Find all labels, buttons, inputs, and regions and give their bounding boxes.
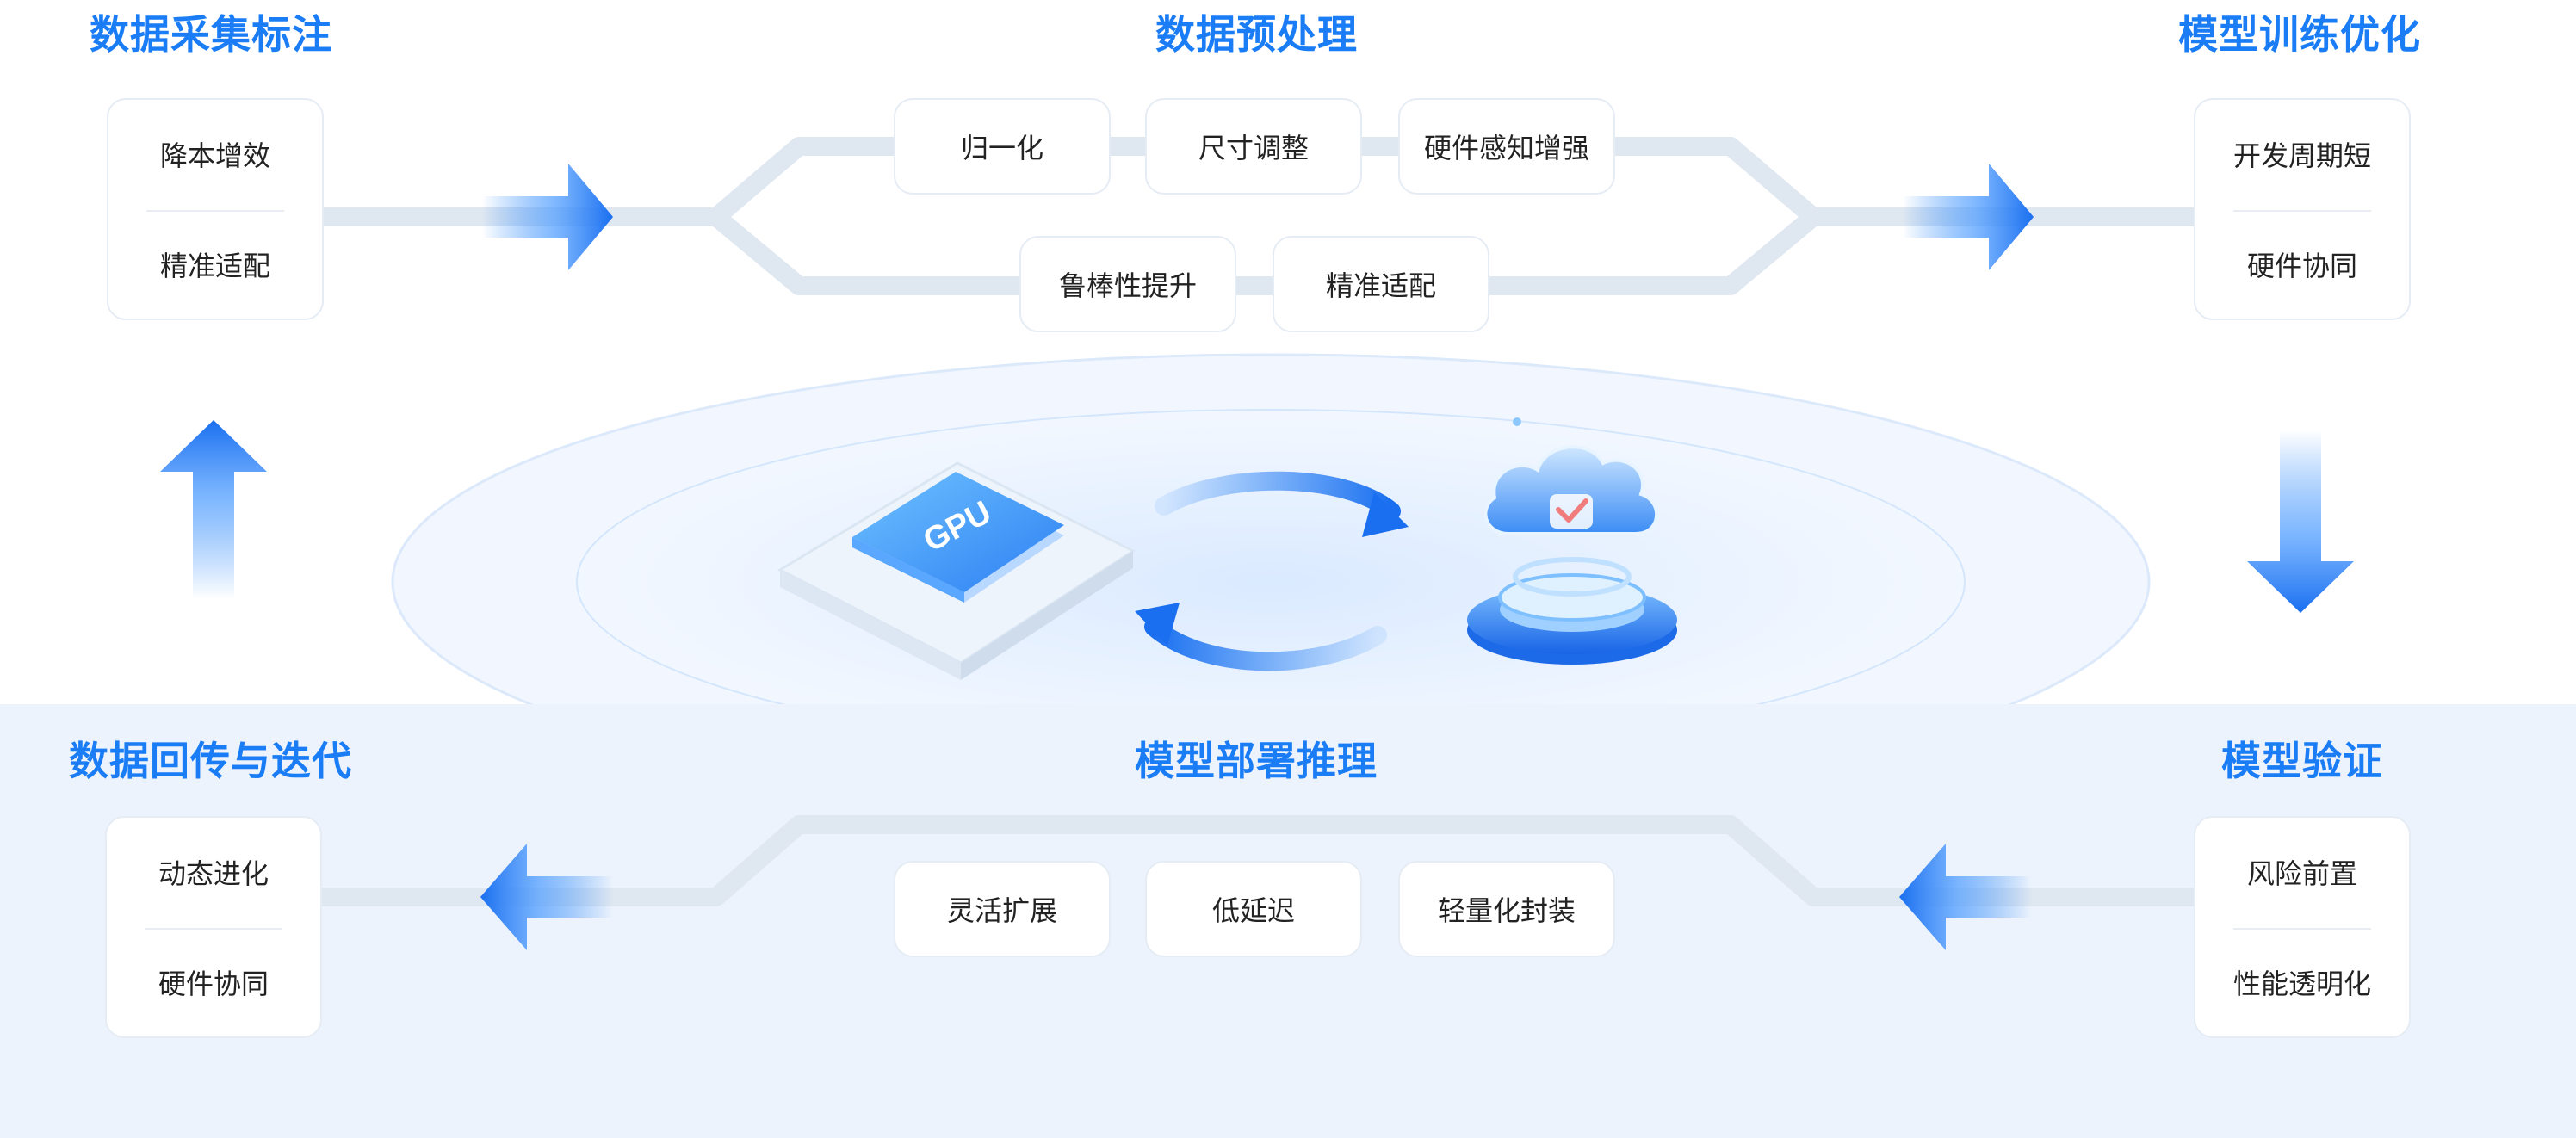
card-item: 动态进化 — [158, 857, 269, 890]
card-item: 风险前置 — [2246, 857, 2357, 890]
card-divider — [2233, 210, 2371, 212]
chip-resize: 尺寸调整 — [1145, 98, 1362, 195]
card-divider — [145, 928, 282, 930]
card-divider — [2233, 928, 2371, 930]
chip-lightweight: 轻量化封装 — [1398, 861, 1615, 957]
card-item: 精准适配 — [159, 250, 270, 282]
title-deploy: 模型部署推理 — [1135, 738, 1378, 784]
gpu-chip-icon: GPU — [777, 461, 1136, 680]
arrow-right-2 — [1903, 164, 2034, 270]
chip-hw-augment: 硬件感知增强 — [1398, 98, 1615, 195]
card-item: 开发周期短 — [2232, 139, 2371, 172]
card-item: 性能透明化 — [2232, 968, 2371, 1000]
title-train: 模型训练优化 — [2178, 11, 2421, 58]
card-validate: 风险前置 性能透明化 — [2194, 816, 2411, 1038]
title-feedback: 数据回传与迭代 — [69, 738, 352, 784]
title-validate: 模型验证 — [2221, 738, 2383, 784]
card-collect: 降本增效 精准适配 — [107, 98, 324, 320]
chip-scale: 灵活扩展 — [894, 861, 1111, 957]
chip-robustness: 鲁棒性提升 — [1019, 236, 1236, 332]
arrow-right-1 — [482, 164, 613, 270]
arrow-up — [160, 420, 267, 599]
arrow-down — [2247, 430, 2354, 613]
card-item: 降本增效 — [159, 139, 270, 172]
card-divider — [146, 210, 284, 212]
arrow-left-2 — [480, 844, 613, 950]
card-train: 开发周期短 硬件协同 — [2194, 98, 2411, 320]
chip-low-latency: 低延迟 — [1145, 861, 1362, 957]
arrow-left-1 — [1899, 844, 2032, 950]
cloud-check-icon — [1467, 417, 1677, 665]
title-preprocess: 数据预处理 — [1155, 11, 1358, 58]
card-item: 硬件协同 — [158, 968, 269, 1000]
card-feedback: 动态进化 硬件协同 — [105, 816, 322, 1038]
cycle-arrows-icon — [1135, 471, 1409, 671]
chip-adapt: 精准适配 — [1273, 236, 1489, 332]
card-item: 硬件协同 — [2246, 250, 2357, 282]
title-collect: 数据采集标注 — [90, 11, 332, 58]
chip-normalize: 归一化 — [894, 98, 1111, 195]
